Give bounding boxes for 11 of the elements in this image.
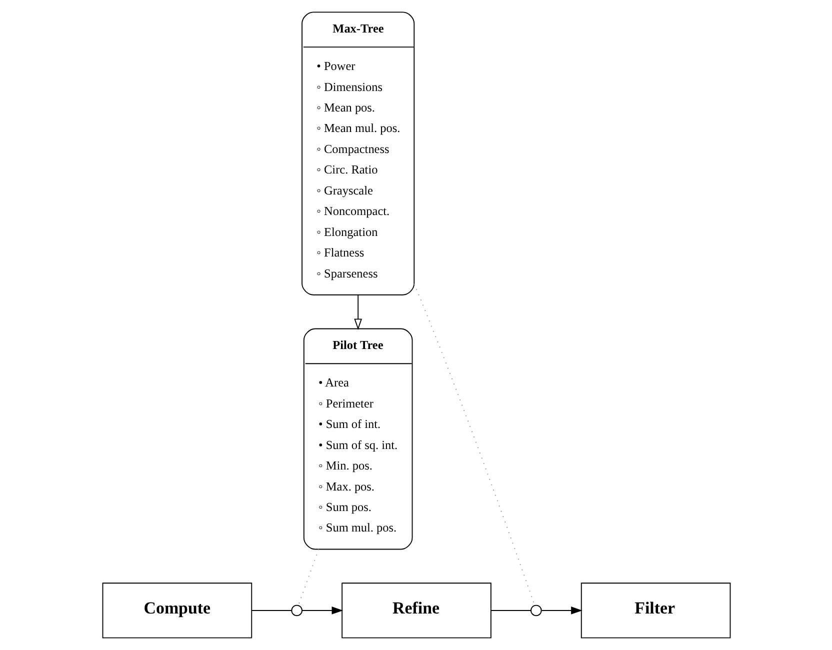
arrow <box>301 606 343 614</box>
node-box: Compute <box>102 582 252 638</box>
node-box: Filter <box>580 582 730 638</box>
connector <box>297 548 319 606</box>
node-circle <box>530 604 542 616</box>
node-circle <box>290 604 302 616</box>
arrow <box>354 294 362 330</box>
node-box: Refine <box>341 582 491 638</box>
connector <box>251 610 292 611</box>
connector <box>490 610 531 611</box>
arrow <box>540 606 582 614</box>
